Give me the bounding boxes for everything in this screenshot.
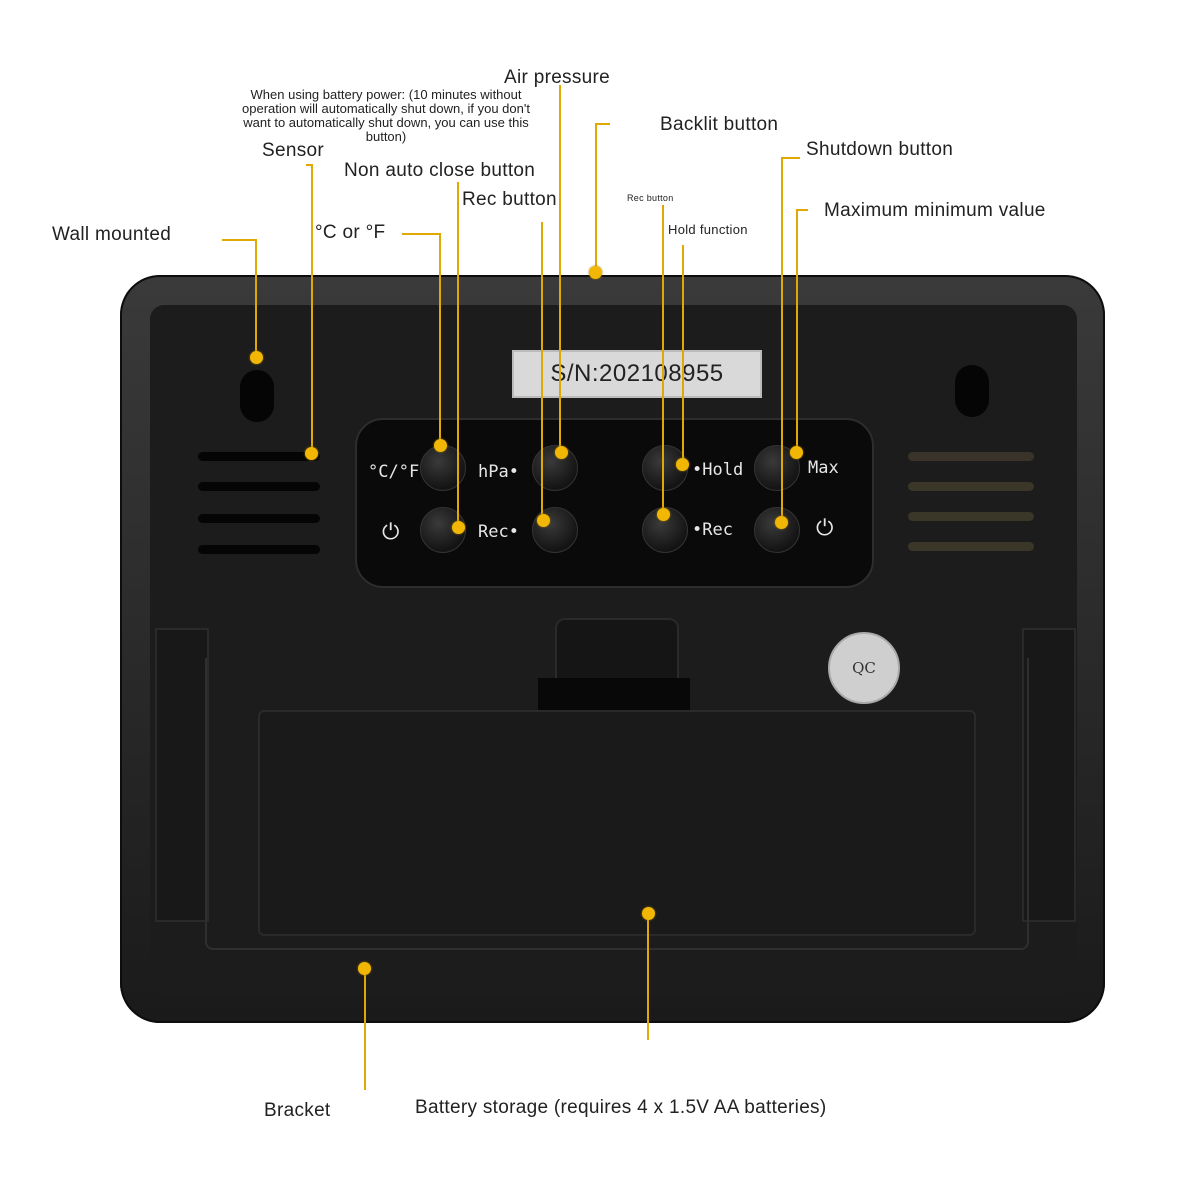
callout-dot-cf	[434, 439, 447, 452]
callout-dot-air-pressure	[555, 446, 568, 459]
callout-dot-non-auto-close	[452, 521, 465, 534]
air-pressure-label: Air pressure	[504, 67, 610, 89]
rec-button-label: Rec button	[462, 189, 557, 211]
max-min-value-label: Maximum minimum value	[824, 200, 1046, 222]
callout-dot-battery	[642, 907, 655, 920]
callout-dot-shutdown	[775, 516, 788, 529]
callout-dot-sensor	[305, 447, 318, 460]
callout-dot-wall-mounted	[250, 351, 263, 364]
callout-dot-rec-right	[657, 508, 670, 521]
bracket-label: Bracket	[264, 1100, 331, 1122]
c-or-f-label: °C or °F	[315, 222, 385, 244]
callout-dot-max-min	[790, 446, 803, 459]
wall-mounted-label: Wall mounted	[52, 224, 171, 246]
callout-dot-hold	[676, 458, 689, 471]
hold-function-label: Hold function	[668, 222, 748, 237]
battery-power-note: When using battery power: (10 minutes wi…	[196, 88, 576, 144]
sensor-label: Sensor	[262, 140, 324, 162]
callout-dot-bracket	[358, 962, 371, 975]
callout-dot-backlit	[589, 266, 602, 279]
rec-button-small-label: Rec button	[627, 193, 674, 203]
battery-storage-label: Battery storage (requires 4 x 1.5V AA ba…	[415, 1097, 827, 1119]
backlit-button-label: Backlit button	[660, 114, 778, 136]
callout-dot-rec	[537, 514, 550, 527]
non-auto-close-label: Non auto close button	[344, 160, 535, 182]
shutdown-button-label: Shutdown button	[806, 139, 953, 161]
